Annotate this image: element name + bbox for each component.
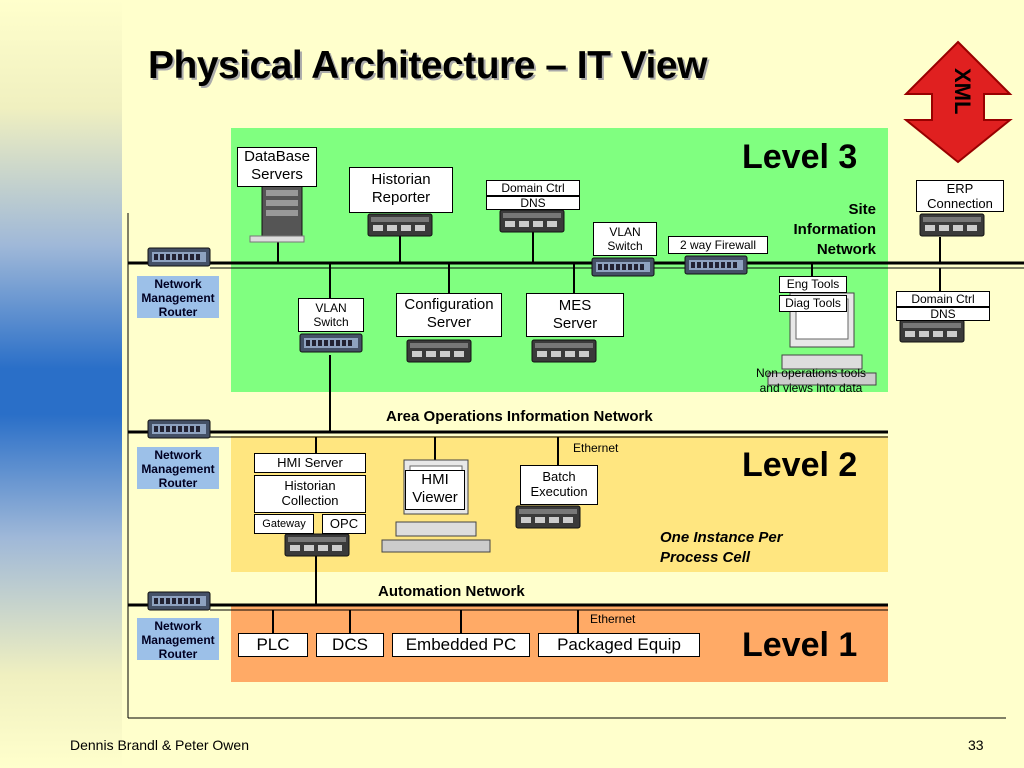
non-operations-note: Non operations tools and views into data xyxy=(748,366,874,396)
historian-collection-label: Historian Collection xyxy=(254,475,366,513)
router1-line2: Management xyxy=(141,291,215,305)
router1-line1: Network xyxy=(154,277,202,291)
network-management-router-3: Network Management Router xyxy=(137,618,219,661)
configuration-server-line1: Configuration xyxy=(404,296,494,313)
plc-box: PLC xyxy=(238,633,308,657)
slide-title: Physical Architecture – IT View xyxy=(148,44,707,87)
opc-label: OPC xyxy=(322,514,366,534)
router2-line3: Router xyxy=(158,476,198,490)
level2-title: Level 2 xyxy=(742,446,858,484)
firewall-label: 2 way Firewall xyxy=(668,236,768,254)
router2-line1: Network xyxy=(154,448,202,462)
network-management-router-1: Network Management Router xyxy=(137,276,219,319)
historian-reporter-label: Historian Reporter xyxy=(349,167,453,213)
dns-label: DNS xyxy=(486,196,580,210)
packaged-equip-box: Packaged Equip xyxy=(538,633,700,657)
vlan-switch-left-label: VLAN Switch xyxy=(298,298,364,332)
embedded-pc-box: Embedded PC xyxy=(392,633,530,657)
hmi-viewer-label: HMI Viewer xyxy=(405,470,465,510)
automation-network-label: Automation Network xyxy=(378,583,525,600)
historian-reporter-line1: Historian xyxy=(371,171,431,188)
site-label-line2: Information xyxy=(793,221,877,238)
batch-execution-line2: Execution xyxy=(530,484,588,499)
non-ops-line2: and views into data xyxy=(759,381,863,395)
page-number: 33 xyxy=(968,737,984,753)
historian-reporter-line2: Reporter xyxy=(371,189,431,206)
instance-note-line1: One Instance Per xyxy=(660,529,783,546)
non-ops-line1: Non operations tools xyxy=(755,366,867,380)
level1-title: Level 1 xyxy=(742,626,858,664)
batch-execution-line1: Batch xyxy=(542,469,576,484)
mes-server-label: MES Server xyxy=(526,293,624,337)
eng-tools-label: Eng Tools xyxy=(779,276,847,293)
area-network-label: Area Operations Information Network xyxy=(386,408,653,425)
hmi-viewer-line1: HMI xyxy=(421,471,449,488)
instance-note-line2: Process Cell xyxy=(660,549,751,566)
database-servers-label: DataBase Servers xyxy=(237,147,317,187)
domain-ctrl-label: Domain Ctrl xyxy=(486,180,580,196)
router3-line3: Router xyxy=(158,647,198,661)
mes-server-line1: MES xyxy=(558,297,592,314)
database-servers-line2: Servers xyxy=(251,166,303,183)
erp-line2: Connection xyxy=(927,196,993,211)
configuration-server-label: Configuration Server xyxy=(396,293,502,337)
site-label-line3: Network xyxy=(816,241,876,258)
dns-right-label: DNS xyxy=(896,307,990,321)
site-information-network-label: Site Information Network xyxy=(780,200,877,260)
batch-execution-label: Batch Execution xyxy=(520,465,598,505)
site-label-line1: Site xyxy=(848,201,876,218)
router1-line3: Router xyxy=(158,305,198,319)
router2-line2: Management xyxy=(141,462,215,476)
vlan-switch-top-line2: Switch xyxy=(607,239,643,253)
hmi-server-label: HMI Server xyxy=(254,453,366,473)
vlan-switch-left-line2: Switch xyxy=(313,315,349,329)
level1-ethernet-label: Ethernet xyxy=(590,612,636,626)
footer-author: Dennis Brandl & Peter Owen xyxy=(70,737,249,753)
level2-ethernet-label: Ethernet xyxy=(573,441,619,455)
diag-tools-label: Diag Tools xyxy=(779,295,847,312)
dcs-box: DCS xyxy=(316,633,384,657)
domain-ctrl-right-label: Domain Ctrl xyxy=(896,291,990,307)
historian-collection-line1: Historian xyxy=(284,478,336,493)
database-servers-line1: DataBase xyxy=(244,148,310,165)
vlan-switch-top-label: VLAN Switch xyxy=(593,222,657,256)
historian-collection-line2: Collection xyxy=(281,493,339,508)
erp-connection-label: ERP Connection xyxy=(916,180,1004,212)
vlan-switch-left-line1: VLAN xyxy=(315,301,347,315)
one-instance-note: One Instance Per Process Cell xyxy=(660,528,783,568)
hmi-viewer-line2: Viewer xyxy=(412,489,458,506)
erp-line1: ERP xyxy=(946,181,974,196)
router3-line2: Management xyxy=(141,633,215,647)
gateway-label: Gateway xyxy=(254,514,314,534)
vlan-switch-top-line1: VLAN xyxy=(609,225,641,239)
sidebar-gradient xyxy=(0,0,122,768)
configuration-server-line2: Server xyxy=(426,314,472,331)
xml-label: XML xyxy=(950,68,975,115)
level3-title: Level 3 xyxy=(742,138,858,176)
mes-server-line2: Server xyxy=(552,315,598,332)
router3-line1: Network xyxy=(154,619,202,633)
network-management-router-2: Network Management Router xyxy=(137,447,219,490)
